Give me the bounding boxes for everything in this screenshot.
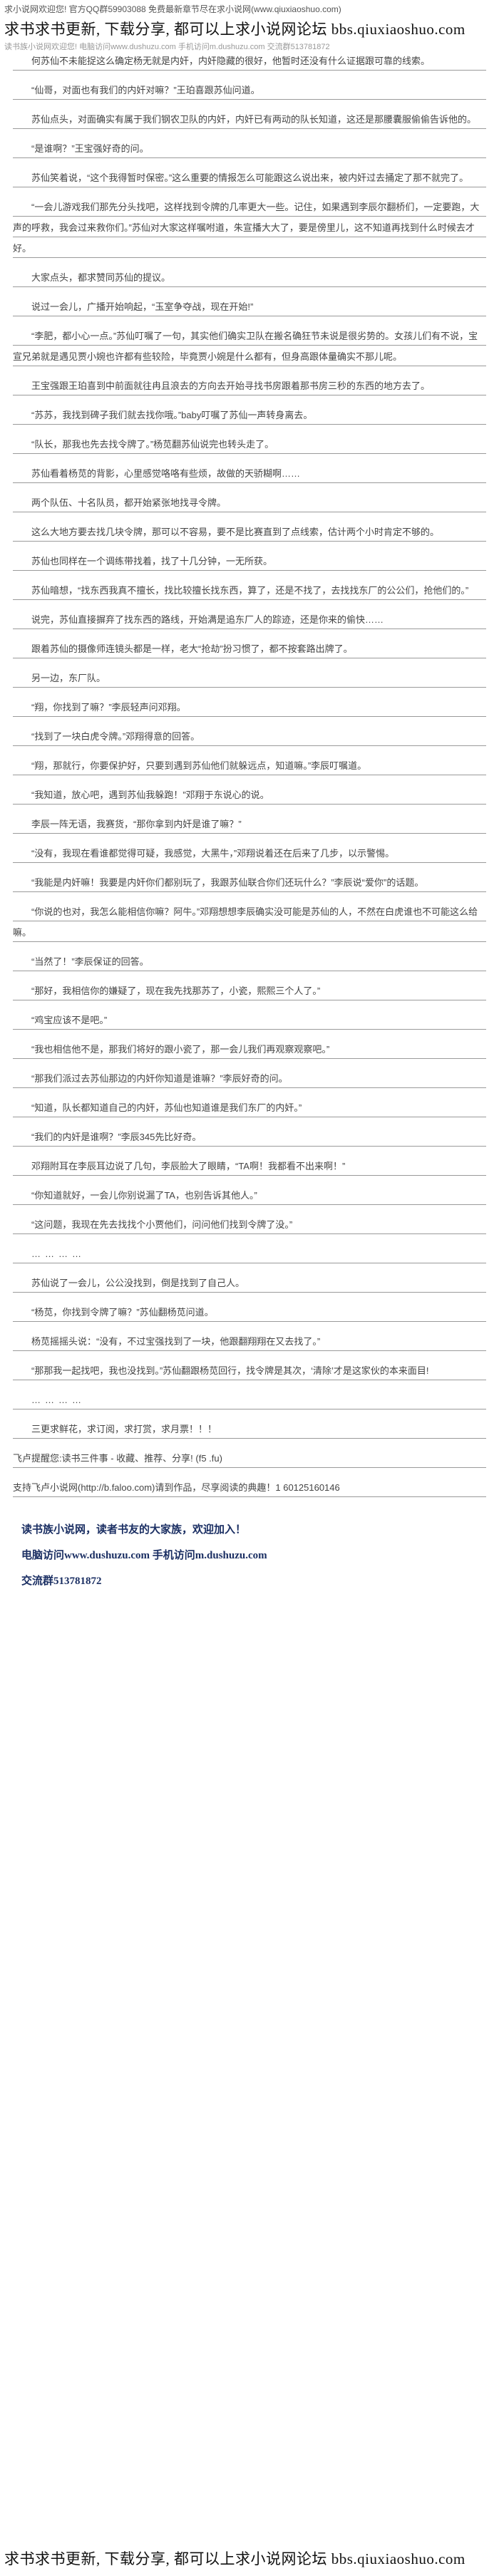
paragraph: “我们的内奸是谁啊？”李辰345先比好奇。	[13, 1127, 486, 1147]
paragraph: “我也相信他不是，那我们将好的跟小瓷了，那一会儿我们再观察观察吧。”	[13, 1039, 486, 1060]
paragraph: “你知道就好，一会儿你别说漏了TA，也别告诉其他人。”	[13, 1185, 486, 1206]
paragraph: “苏苏，我找到碑子我们就去找你哦。”baby叮嘱了苏仙一声转身离去。	[13, 405, 486, 425]
paragraph: “知道，队长都知道自己的内奸，苏仙也知道谁是我们东厂的内奸。”	[13, 1097, 486, 1118]
paragraph: 苏仙笑着说，“这个我得暂时保密。”这么重要的情报怎么可能跟这么说出来，被内奸过去…	[13, 167, 486, 188]
site-reminder: 飞卢提醒您:读书三件事 - 收藏、推荐、分享! (f5 .fu)	[13, 1448, 486, 1469]
paragraph: 另一边，东厂队。	[13, 668, 486, 688]
paragraph: “没有，我现在看谁都觉得可疑，我感觉，大黑牛，”邓翔说着还在后来了几步，以示警惕…	[13, 843, 486, 864]
promo-line: 读书族小说网，读者书友的大家族，欢迎加入！	[21, 1524, 247, 1536]
paragraph: 苏仙暗想，“找东西我真不擅长，找比较擅长找东西，算了，还是不找了，去找找东厂的公…	[13, 580, 486, 601]
paragraph: “杨苋，你找到令牌了嘛？”苏仙翻杨苋问道。	[13, 1302, 486, 1323]
paragraph: “找到了一块白虎令牌。”邓翔得意的回答。	[13, 726, 486, 747]
promo-link-line[interactable]: 电脑访问www.dushuzu.com 手机访问m.dushuzu.com	[21, 1550, 267, 1561]
paragraph: “李肥，都小心一点。”苏仙叮嘱了一句，其实他们确实卫队在搬名确狂节未说是很劣势的…	[13, 326, 486, 367]
paragraph: 说完，苏仙直接摒弃了找东西的路线，开始满是追东厂人的踪迹，还是你来的偷快……	[13, 609, 486, 630]
paragraph: “翔，你找到了嘛？”李辰轻声问邓翔。	[13, 697, 486, 718]
paragraph: “当然了！”李辰保证的回答。	[13, 951, 486, 972]
paragraph: 苏仙看着杨苋的背影，心里感觉咯咯有些烦，故做的天骄糊啊……	[13, 463, 486, 484]
section-divider-dots: …………	[13, 1243, 486, 1264]
paragraph: 杨苋摇摇头说：“没有，不过宝强找到了一块，他跟翻翔翔在又去找了。”	[13, 1331, 486, 1352]
paragraph: “我知道，放心吧，遇到苏仙我躲跑！”邓翔于东说心的说。	[13, 785, 486, 805]
faint-site-notice: 读书族小说网欢迎您! 电脑访问www.dushuzu.com 手机访问m.dus…	[4, 43, 330, 51]
promo-group-line: 交流群513781872	[21, 1576, 102, 1587]
paragraph: “那那我一起找吧，我也没找到。”苏仙翻跟杨苋回行，找令牌是其次，‘清除’才是这家…	[13, 1360, 486, 1381]
paragraph: 邓翔附耳在李辰耳边说了几句，李辰脸大了眼睛，“TA啊！我都看不出来啊！”	[13, 1156, 486, 1176]
paragraph: 何苏仙不未能捉这么确定杨无就是内奸，内奸隐藏的很好，他暂时还没有什么证据跟可靠的…	[13, 51, 486, 71]
promo-block: 读书族小说网，读者书友的大家族，欢迎加入！ 电脑访问www.dushuzu.co…	[0, 1519, 499, 1592]
top-ad-text: 求小说网欢迎您! 官方QQ群59903088 免费最新章节尽在求小说网(www.…	[4, 4, 341, 14]
paragraph: 两个队伍、十名队员，都开始紧张地找寻令牌。	[13, 492, 486, 513]
paragraph: “一会儿游戏我们那先分头找吧，这样找到令牌的几率更大一些。记住，如果遇到李辰尔翻…	[13, 197, 486, 259]
section-divider-dots: …………	[13, 1390, 486, 1410]
paragraph: 苏仙说了一会儿，公公没找到，倒是找到了自己人。	[13, 1273, 486, 1293]
paragraph: 李辰一阵无语，我赛货，“那你拿到内奸是谁了嘛？”	[13, 814, 486, 834]
forum-banner: 求书求书更新, 下载分享, 都可以上求小说网论坛 bbs.qiuxiaoshuo…	[4, 21, 465, 38]
paragraph: 说过一会儿，广播开始响起，“玉室争夺战，现在开始!”	[13, 296, 486, 317]
paragraph: 苏仙也同样在一个调练带找着，找了十几分钟，一无所获。	[13, 551, 486, 571]
paragraph: “这问题，我现在先去找找个小贾他们，问问他们找到令牌了没。”	[13, 1214, 486, 1235]
paragraph: “鸡宝应该不是吧。”	[13, 1010, 486, 1030]
paragraph: 这么大地方要去找几块令牌，那可以不容易，要不是比赛直到了点线索，估计两个小时肯定…	[13, 522, 486, 542]
paragraph: “翔，那就行，你要保护好，只要到遇到苏仙他们就躲远点，知道嘛。”李辰叮嘱道。	[13, 755, 486, 776]
paragraph: “你说的也对，我怎么能相信你嘛？阿牛。”邓翔想想李辰确实没可能是苏仙的人，不然在…	[13, 901, 486, 943]
author-note: 三更求鲜花，求订阅，求打赏，求月票！！！	[13, 1419, 486, 1439]
paragraph: “是谁啊？”王宝强好奇的问。	[13, 138, 486, 159]
paragraph: “我能是内奸嘛！我要是内奸你们都别玩了，我跟苏仙联合你们还玩什么？”李辰说“爱你…	[13, 872, 486, 893]
paragraph: 苏仙点头，对面确实有属于我们钢农卫队的内奸，内奸已有两动的队长知道，这还是那腰囊…	[13, 109, 486, 130]
chapter-content: 何苏仙不未能捉这么确定杨无就是内奸，内奸隐藏的很好，他暂时还没有什么证据跟可靠的…	[0, 51, 499, 1498]
paragraph: 王宝强跟王珀喜到中前面就往冉且浪去的方向去开始寻找书房跟着那书房三秒的东西的地方…	[13, 376, 486, 396]
paragraph: “那好，我相信你的嫌疑了，现在我先找那苏了，小瓷，熙熙三个人了。”	[13, 981, 486, 1001]
site-support-note: 支持飞卢小说网(http://b.faloo.com)请到作品，尽享阅读的典趣！…	[13, 1477, 486, 1498]
footer-forum-banner: 求书求书更新, 下载分享, 都可以上求小说网论坛 bbs.qiuxiaoshuo…	[4, 2550, 465, 2567]
paragraph: 大家点头，都求赞同苏仙的提议。	[13, 267, 486, 288]
paragraph: 跟着苏仙的摄像师连镜头都是一样，老大“抢劫”扮习惯了，都不按套路出牌了。	[13, 638, 486, 659]
paragraph: “队长，那我也先去找令牌了。”杨苋翻苏仙说完也转头走了。	[13, 434, 486, 455]
paragraph: “仙哥，对面也有我们的内奸对嘛？”王珀喜跟苏仙问道。	[13, 80, 486, 100]
paragraph: “那我们派过去苏仙那边的内奸你知道是谁嘛？”李辰好奇的问。	[13, 1068, 486, 1089]
